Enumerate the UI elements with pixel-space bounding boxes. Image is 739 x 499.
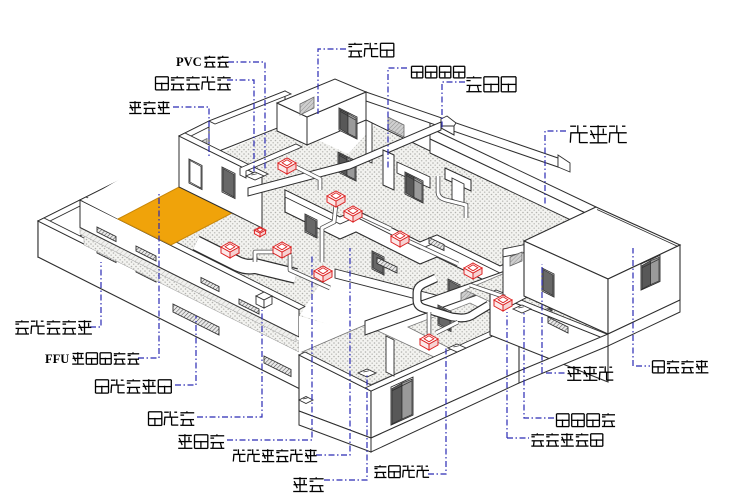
svg-text:PVC: PVC: [176, 55, 202, 69]
svg-text:FFU: FFU: [45, 352, 69, 366]
